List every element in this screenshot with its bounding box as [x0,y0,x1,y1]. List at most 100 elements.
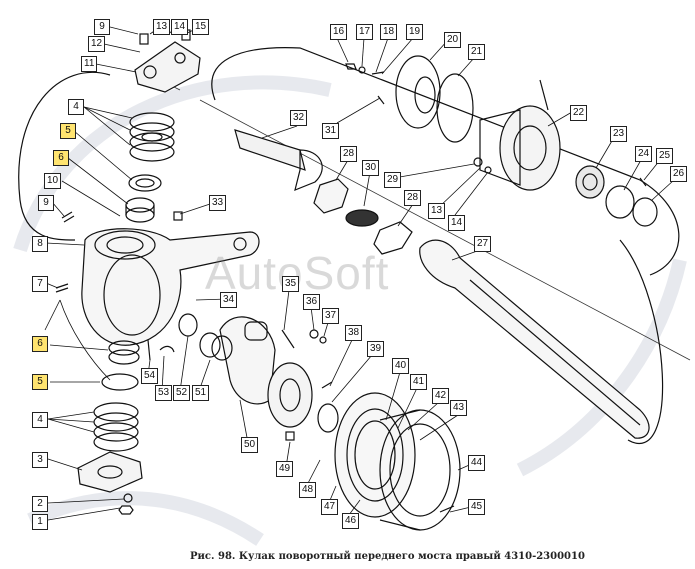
part-callout-54[interactable]: 54 [141,368,159,384]
pin-part-31 [377,95,385,105]
part-callout-24[interactable]: 24 [635,146,653,162]
nut-part-26 [632,197,658,227]
nut-part [118,505,134,515]
part-callout-20[interactable]: 20 [444,32,462,48]
part-callout-13[interactable]: 13 [153,19,171,35]
shim-stack-top [129,112,175,162]
part-callout-15[interactable]: 15 [192,19,210,35]
plug-part-49 [285,431,295,441]
part-callout-39[interactable]: 39 [367,341,385,357]
part-callout-14[interactable]: 14 [448,215,466,231]
wheel-hub-22 [479,105,561,191]
bolt-part-45 [439,505,455,513]
part-callout-4[interactable]: 4 [68,99,84,115]
bolt-part-7 [55,283,69,293]
part-callout-33[interactable]: 33 [209,195,227,211]
part-callout-14[interactable]: 14 [171,19,189,35]
stud-part [539,79,549,111]
part-callout-29[interactable]: 29 [384,172,402,188]
part-callout-47[interactable]: 47 [321,499,339,515]
part-callout-51[interactable]: 51 [192,385,210,401]
part-callout-6[interactable]: 6 [53,150,69,166]
part-callout-53[interactable]: 53 [155,385,173,401]
part-callout-37[interactable]: 37 [322,308,340,324]
part-callout-9[interactable]: 9 [94,19,110,35]
part-callout-41[interactable]: 41 [410,374,428,390]
cross-part-28 [313,178,349,214]
brake-drum-40 [334,392,416,518]
part-callout-19[interactable]: 19 [406,24,424,40]
knuckle-housing [81,228,260,346]
grease-fitting-33 [173,211,183,221]
part-callout-44[interactable]: 44 [468,455,486,471]
lock-washer-24 [605,185,635,219]
part-callout-34[interactable]: 34 [220,292,238,308]
lower-cover [77,451,143,493]
seal-part-47 [317,403,339,433]
part-callout-2[interactable]: 2 [32,496,48,512]
part-callout-30[interactable]: 30 [362,160,380,176]
part-callout-25[interactable]: 25 [656,148,674,164]
part-callout-46[interactable]: 46 [342,513,360,529]
nut-part-29 [473,157,483,167]
part-callout-45[interactable]: 45 [468,499,486,515]
part-callout-5[interactable]: 5 [32,374,48,390]
part-callout-48[interactable]: 48 [299,482,317,498]
part-callout-21[interactable]: 21 [468,44,486,60]
nut-part-16 [345,63,357,70]
part-callout-26[interactable]: 26 [670,166,688,182]
axis-line-knuckle [44,299,111,381]
part-callout-16[interactable]: 16 [330,24,348,40]
part-callout-42[interactable]: 42 [432,388,450,404]
part-callout-52[interactable]: 52 [173,385,191,401]
bearing-part-23 [575,165,605,199]
part-callout-17[interactable]: 17 [356,24,374,40]
part-callout-22[interactable]: 22 [570,105,588,121]
part-callout-50[interactable]: 50 [241,437,259,453]
part-callout-28[interactable]: 28 [404,190,422,206]
part-callout-5[interactable]: 5 [60,123,76,139]
part-callout-38[interactable]: 38 [345,325,363,341]
part-callout-1[interactable]: 1 [32,514,48,530]
drive-shaft-32 [234,129,323,191]
figure-caption: Рис. 98. Кулак поворотный переднего мост… [190,551,585,562]
part-callout-9[interactable]: 9 [38,195,54,211]
nut-part-36 [309,329,319,339]
part-callout-13[interactable]: 13 [428,203,446,219]
part-callout-36[interactable]: 36 [303,294,321,310]
part-callout-4[interactable]: 4 [32,412,48,428]
part-callout-43[interactable]: 43 [450,400,468,416]
part-callout-7[interactable]: 7 [32,276,48,292]
part-callout-32[interactable]: 32 [290,110,308,126]
axle-shaft-27 [419,239,650,439]
part-callout-35[interactable]: 35 [282,276,300,292]
washer-part-52 [178,313,198,337]
part-callout-8[interactable]: 8 [32,236,48,252]
axis-line-left [18,71,111,241]
washer-part-37 [319,336,327,344]
part-callout-6[interactable]: 6 [32,336,48,352]
bolt-part-25 [639,177,647,187]
part-callout-10[interactable]: 10 [44,173,62,189]
pin-part-54 [147,339,151,361]
part-callout-40[interactable]: 40 [392,358,410,374]
ring-part-lower [101,373,139,391]
part-callout-27[interactable]: 27 [474,236,492,252]
cross-part-28b [373,221,413,255]
ring-part-upper [128,174,162,192]
part-callout-11[interactable]: 11 [81,56,98,72]
part-callout-28[interactable]: 28 [340,146,358,162]
part-callout-31[interactable]: 31 [322,123,340,139]
part-callout-23[interactable]: 23 [610,126,628,142]
washer-part-14 [484,166,492,174]
part-callout-49[interactable]: 49 [276,461,294,477]
bearing-upper [125,197,155,223]
part-callout-18[interactable]: 18 [380,24,398,40]
part-callout-12[interactable]: 12 [88,36,106,52]
bolt-part-35 [281,329,295,349]
part-callout-3[interactable]: 3 [32,452,48,468]
ring-part-upper-inner [135,178,155,188]
washer-part [123,493,133,503]
